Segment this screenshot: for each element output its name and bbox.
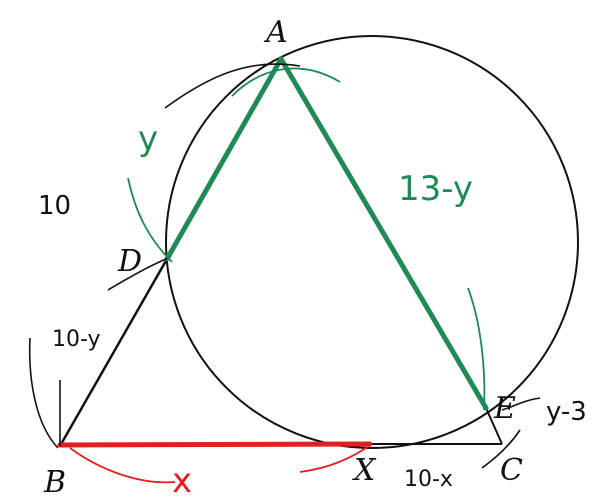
tick-arc-E-black: [501, 397, 541, 411]
segment-BX: [57, 441, 373, 448]
label-point-E: E: [493, 391, 516, 426]
label-thirteen-minus-y: 13-y: [398, 169, 473, 209]
segment-AD: [164, 56, 284, 262]
tick-arc-C-black: [481, 429, 521, 469]
label-ten-minus-x: 10-x: [404, 467, 453, 492]
tick-arc-A-black: [164, 63, 301, 109]
tick-arc-E-green: [467, 287, 486, 411]
label-point-A: A: [263, 15, 288, 50]
label-y-green: y: [138, 119, 158, 159]
tick-arc-A-green: [231, 67, 341, 97]
segment-AE: [278, 56, 489, 411]
label-point-D: D: [117, 244, 142, 279]
label-point-B: B: [43, 465, 66, 500]
label-point-C: C: [500, 453, 523, 488]
label-ten-minus-y: 10-y: [52, 327, 101, 352]
segment-BD: [58, 258, 169, 447]
tick-arc-D-black: [107, 257, 169, 291]
label-y-minus-3: y-3: [546, 397, 587, 427]
tick-arc-D-green: [127, 177, 173, 263]
tick-arc-X-red: [299, 443, 373, 473]
label-ten: 10: [38, 191, 71, 221]
tick-arc-B-black: [28, 337, 59, 449]
tick-arc-B-red: [69, 447, 176, 484]
segment-EC: [485, 407, 503, 445]
label-x-red: x: [172, 461, 192, 501]
label-point-X: X: [352, 453, 377, 488]
circle: [165, 35, 579, 449]
